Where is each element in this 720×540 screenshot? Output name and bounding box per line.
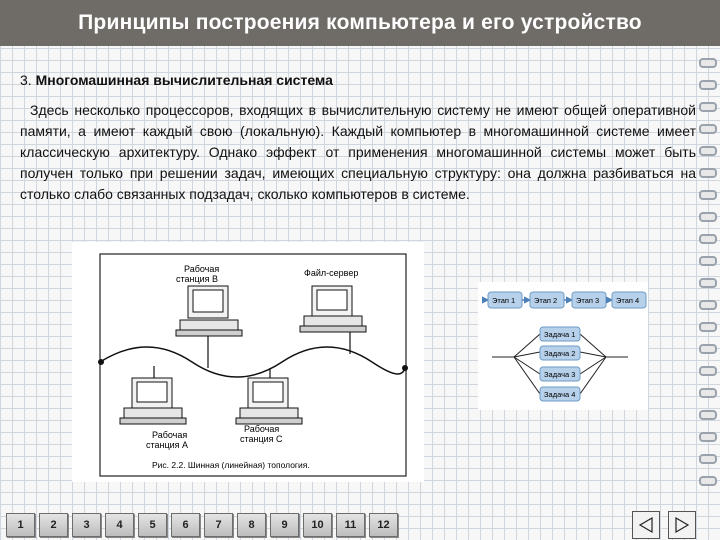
label-ws-a-1: Рабочая [152, 430, 187, 440]
triangle-right-icon [675, 516, 690, 534]
figure-frame [99, 253, 407, 477]
label-ws-c-1: Рабочая [244, 424, 279, 434]
nav-page-12[interactable]: 12 [369, 513, 398, 537]
figure-caption: Рис. 2.2. Шинная (линейная) топология. [152, 460, 310, 470]
label-ws-b-1: Рабочая [184, 264, 219, 274]
nav-page-4[interactable]: 4 [105, 513, 134, 537]
nav-page-8[interactable]: 8 [237, 513, 266, 537]
nav-page-7[interactable]: 7 [204, 513, 233, 537]
stage-label-2: Этап 2 [534, 296, 557, 305]
prev-slide-button[interactable] [632, 511, 660, 539]
section-title: Многомашинная вычислительная система [35, 72, 333, 88]
bus-terminator-right [402, 365, 408, 371]
bus-line [99, 346, 407, 378]
page-navigation: 1 2 3 4 5 6 7 8 9 10 11 12 [6, 513, 398, 537]
section-heading: 3. Многомашинная вычислительная система [20, 72, 333, 88]
task-label-3: Задача 3 [544, 370, 575, 379]
label-ws-b-2: станция В [176, 274, 218, 284]
nav-page-3[interactable]: 3 [72, 513, 101, 537]
nav-page-6[interactable]: 6 [171, 513, 200, 537]
task-label-2: Задача 2 [544, 349, 575, 358]
task-box-2 [539, 345, 581, 361]
task-label-1: Задача 1 [544, 330, 575, 339]
triangle-left-icon [638, 516, 653, 534]
stages-tasks-figure: Этап 1 Этап 2 Этап 3 Этап 4 Задача 1 Зад… [478, 282, 648, 410]
nav-page-5[interactable]: 5 [138, 513, 167, 537]
nav-page-11[interactable]: 11 [336, 513, 365, 537]
stage-label-1: Этап 1 [492, 296, 515, 305]
bus-terminator-left [98, 359, 104, 365]
computer-icon-ws-a [119, 377, 187, 425]
stage-label-3: Этап 3 [576, 296, 599, 305]
nav-page-9[interactable]: 9 [270, 513, 299, 537]
task-box-3 [539, 366, 581, 382]
computer-icon-ws-c [235, 377, 303, 425]
label-ws-c-2: станция С [240, 434, 283, 444]
task-label-4: Задача 4 [544, 390, 575, 399]
section-number: 3. [20, 72, 32, 88]
body-paragraph: Здесь несколько процессоров, входящих в … [20, 102, 696, 202]
stage-label-4: Этап 4 [616, 296, 639, 305]
label-ws-a-2: станция А [146, 440, 188, 450]
nav-page-10[interactable]: 10 [303, 513, 332, 537]
nav-page-1[interactable]: 1 [6, 513, 35, 537]
notebook-rings [698, 58, 720, 508]
label-fileserver: Файл-сервер [304, 268, 358, 278]
task-box-4 [539, 386, 581, 402]
computer-icon-fileserver [299, 285, 367, 333]
prev-next-controls [632, 511, 696, 539]
next-slide-button[interactable] [668, 511, 696, 539]
slide-title: Принципы построения компьютера и его уст… [0, 0, 720, 46]
nav-page-2[interactable]: 2 [39, 513, 68, 537]
stage-box-4 [611, 291, 647, 309]
task-box-1 [539, 326, 581, 342]
computer-icon-ws-b [175, 285, 243, 337]
bus-topology-figure: Рабочая станция В Файл-сервер Рабочая ст… [72, 242, 424, 482]
